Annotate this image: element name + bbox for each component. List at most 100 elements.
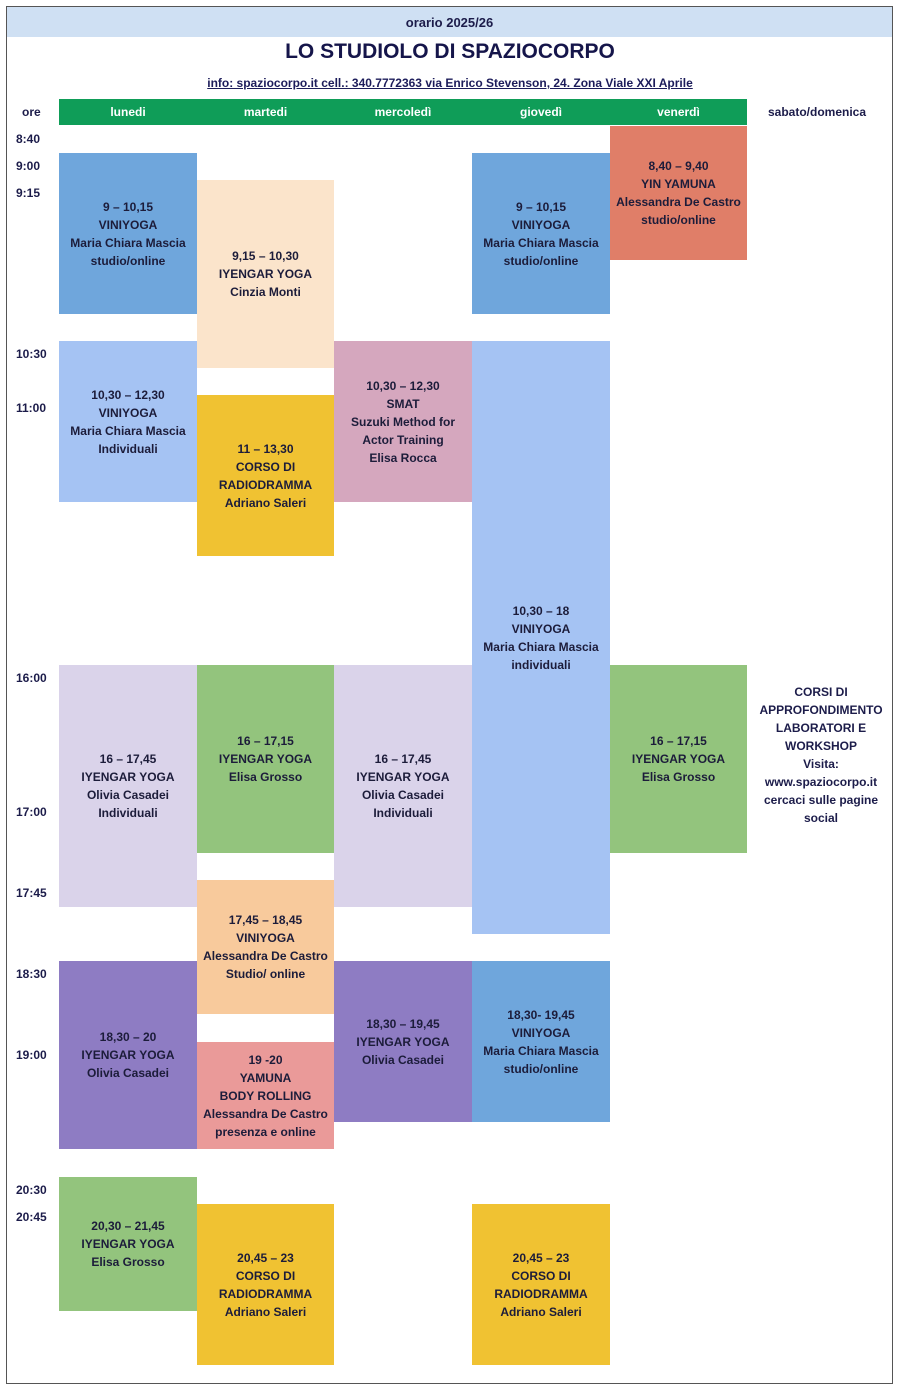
class-text-line: Alessandra De Castro (203, 949, 328, 963)
class-text-line: IYENGAR YOGA (81, 1048, 175, 1062)
class-text-line: 9 – 10,15 (102, 199, 154, 214)
class-text-line: IYENGAR YOGA (218, 752, 313, 766)
class-text-line: CORSO DI (511, 1268, 571, 1283)
class-text-line: 20,45 – 23 (237, 1250, 294, 1265)
class-text-line: 18,30- 19,45 (507, 1007, 575, 1022)
class-text-line: IYENGAR YOGA (218, 267, 313, 281)
class-text-line: BODY ROLLING (219, 1088, 312, 1103)
class-text-line: Olivia Casadei (86, 1066, 170, 1080)
class-block: 20,45 – 23 CORSO DI RADIODRAMMA Adriano Sal… (197, 1204, 334, 1365)
weekend-note-line: social (803, 811, 839, 825)
class-text-line: Olivia Casadei (361, 788, 445, 802)
class-text-line: IYENGAR YOGA (631, 752, 726, 766)
weekend-note-line: WORKSHOP (785, 739, 857, 753)
weekend-note-line: www.spaziocorpo.it (764, 775, 878, 789)
day-header-venerdi: venerdì (610, 99, 747, 125)
class-text-line: Maria Chiara Mascia (70, 235, 186, 250)
class-text-line: presenza e online (215, 1124, 316, 1139)
time-label: 11:00 (16, 401, 47, 415)
day-header-lunedi: lunedi (59, 99, 197, 125)
class-block: 18,30 – 20 IYENGAR YOGA Olivia Casadei (59, 961, 197, 1149)
time-label: 8:40 (16, 132, 41, 146)
class-text-line: 9 – 10,15 (515, 199, 567, 214)
class-text-line: 9,15 – 10,30 (232, 249, 299, 263)
season-band: orario 2025/26 (7, 7, 892, 37)
page-title: LO STUDIOLO DI SPAZIOCORPO (285, 40, 615, 63)
class-text-line: YAMUNA (239, 1070, 292, 1085)
class-text-line: CORSO DI (235, 1268, 296, 1283)
class-text-line: Individuali (98, 806, 158, 820)
class-text-line: IYENGAR YOGA (356, 1034, 450, 1049)
class-text-line: individuali (511, 657, 571, 672)
class-text-line: 10,30 – 12,30 (91, 387, 165, 402)
class-text-line: studio/online (503, 253, 579, 268)
class-text-line: IYENGAR YOGA (81, 770, 175, 784)
class-text-line: Studio/ online (225, 967, 306, 981)
class-text-line: 18,30 – 19,45 (366, 1016, 440, 1031)
day-header-mercoledi: mercoledì (334, 99, 472, 125)
class-text-line: studio/online (90, 253, 166, 268)
class-text-line: RADIODRAMMA (218, 1286, 313, 1301)
class-text-line: 18,30 – 20 (99, 1030, 157, 1044)
class-text-line: SMAT (386, 396, 420, 411)
class-text-line: Elisa Grosso (91, 1255, 165, 1269)
class-text-line: VINIYOGA (511, 217, 571, 232)
class-text-line: 10,30 – 18 (512, 603, 570, 618)
weekend-note-line: cercaci sulle pagine (763, 793, 879, 807)
weekend-header: sabato/domenica (768, 105, 867, 119)
time-label: 16:00 (16, 671, 47, 685)
time-label: 10:30 (16, 347, 47, 361)
class-text-line: RADIODRAMMA (494, 1286, 588, 1301)
class-text-line: 19 -20 (248, 1052, 283, 1067)
class-text-line: VINIYOGA (511, 621, 571, 636)
class-text-line: Olivia Casadei (86, 788, 170, 802)
class-text-line: Adriano Saleri (224, 495, 307, 510)
class-text-line: RADIODRAMMA (218, 477, 313, 492)
time-label: 20:45 (16, 1210, 47, 1224)
contact-info-link[interactable]: info: spaziocorpo.it cell.: 340.7772363 … (207, 76, 693, 90)
class-text-line: Actor Training (362, 432, 444, 447)
class-text-line: Adriano Saleri (224, 1304, 307, 1319)
class-text-line: Individuali (373, 806, 433, 820)
weekend-note-line: APPROFONDIMENTO (759, 703, 883, 717)
class-text-line: Maria Chiara Mascia (483, 639, 599, 654)
class-text-line: Olivia Casadei (361, 1052, 445, 1067)
time-label: 20:30 (16, 1183, 47, 1197)
class-text-line: 20,45 – 23 (512, 1250, 570, 1265)
class-text-line: Alessandra De Castro (203, 1106, 328, 1121)
class-text-line: 17,45 – 18,45 (228, 913, 303, 927)
weekend-note-line: CORSI DI (794, 685, 848, 699)
class-text-line: 10,30 – 12,30 (366, 378, 440, 393)
class-text-line: 8,40 – 9,40 (648, 159, 709, 173)
class-text-line: Maria Chiara Mascia (483, 1043, 599, 1058)
time-label: 17:00 (16, 805, 47, 819)
season-label: orario 2025/26 (405, 14, 494, 30)
class-text-line: Suzuki Method for (351, 414, 455, 429)
class-text-line: 16 – 17,15 (650, 734, 707, 748)
class-block: 10,30 – 18 VINIYOGA Maria Chiara Mascia ind… (472, 341, 610, 934)
class-text-line: VINIYOGA (236, 931, 295, 945)
class-text-line: IYENGAR YOGA (356, 770, 450, 784)
class-text-line: Elisa Grosso (228, 770, 303, 784)
time-label: 19:00 (16, 1048, 47, 1062)
class-text-line: 16 – 17,15 (237, 734, 294, 748)
class-text-line: studio/online (503, 1061, 579, 1076)
day-header-martedi: martedi (197, 99, 334, 125)
class-text-line: 20,30 – 21,45 (91, 1219, 165, 1233)
weekend-note-line: Visita: (803, 757, 839, 771)
page-frame (6, 6, 893, 1384)
